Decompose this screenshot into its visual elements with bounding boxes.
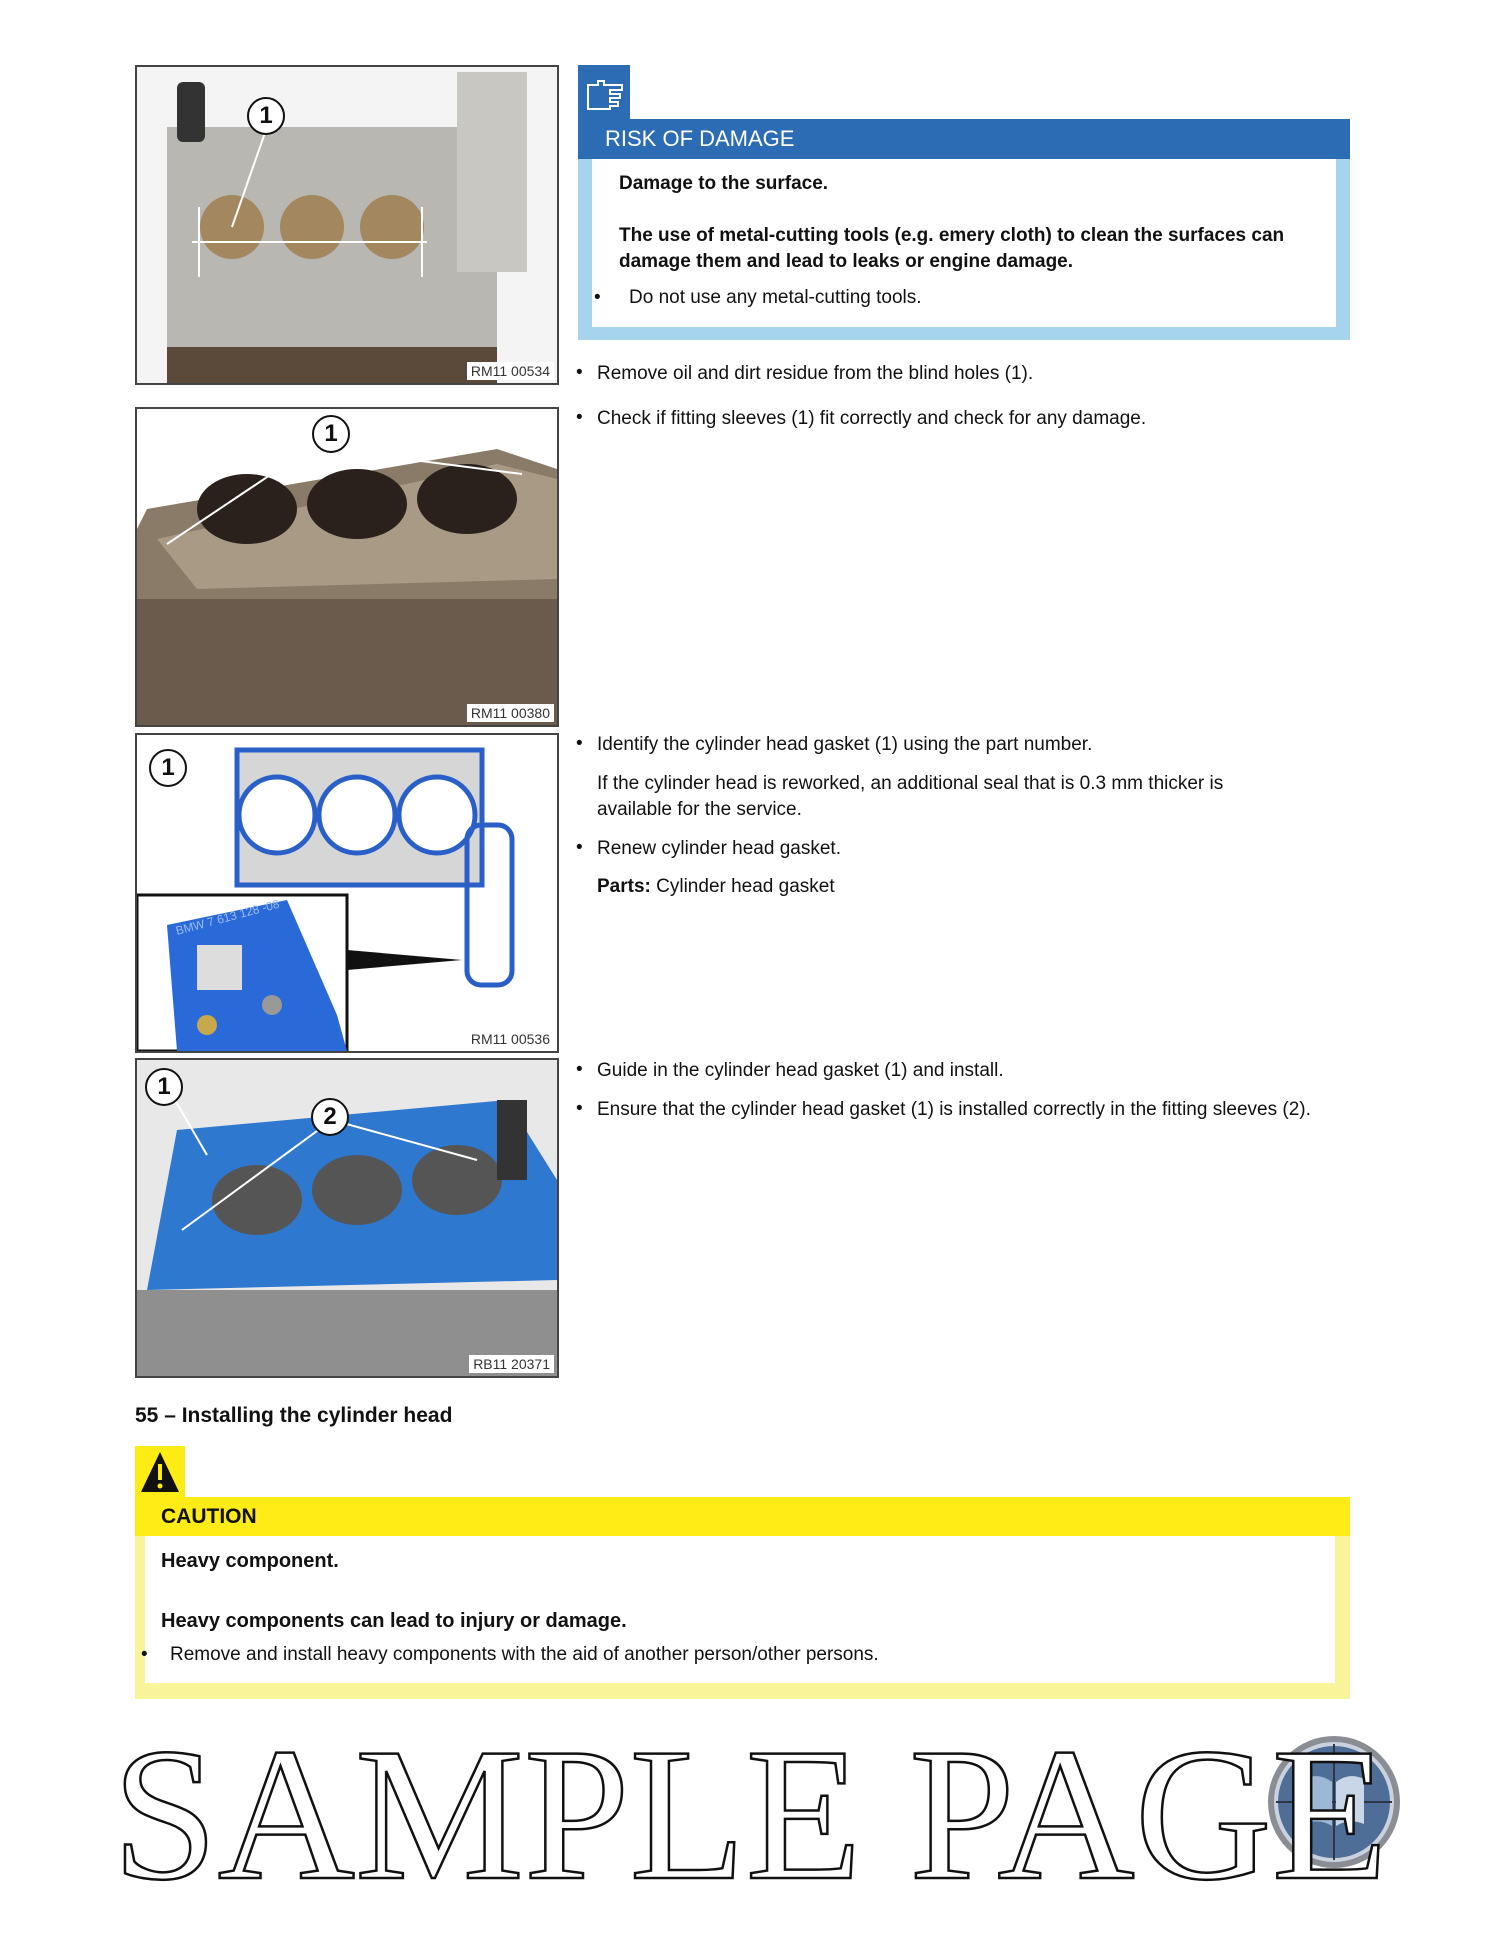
parts-value: Cylinder head gasket (656, 876, 835, 897)
bullet: • (576, 837, 583, 858)
bullet: • (141, 1644, 148, 1665)
bullet: • (576, 362, 583, 383)
gasket-diagram: BMW 7 613 128 -08 (137, 735, 557, 1051)
figure-code: RM11 00536 (466, 1030, 554, 1048)
step-identify-gasket: Identify the cylinder head gasket (1) us… (597, 734, 1093, 755)
figure-engine-block: 1 RM11 00380 (135, 407, 559, 727)
manual-logo-icon[interactable] (1266, 1734, 1402, 1870)
step-remove-residue: Remove oil and dirt residue from the bli… (597, 363, 1034, 384)
callout-1: 1 (149, 749, 187, 787)
step-renew-gasket: Renew cylinder head gasket. (597, 838, 841, 859)
figure-cylinder-head-top: 1 RM11 00534 (135, 65, 559, 385)
bullet: • (576, 1098, 583, 1119)
callout-1: 1 (247, 97, 285, 135)
section-heading: 55 – Installing the cylinder head (135, 1404, 453, 1427)
caution-bullet: Remove and install heavy components with… (170, 1644, 879, 1665)
bullet: • (576, 733, 583, 754)
step-guide-gasket: Guide in the cylinder head gasket (1) an… (597, 1060, 1004, 1081)
figure-code: RB11 20371 (469, 1355, 554, 1373)
parts-line: Parts: Cylinder head gasket (597, 874, 835, 900)
figure-code: RM11 00380 (466, 704, 554, 722)
risk-of-damage-box: Damage to the surface. The use of metal-… (578, 159, 1350, 340)
caution-box: Heavy component. Heavy components can le… (135, 1536, 1350, 1699)
step-check-sleeves: Check if fitting sleeves (1) fit correct… (597, 408, 1147, 429)
notice-description: The use of metal-cutting tools (e.g. eme… (619, 225, 1285, 272)
figure-gasket: BMW 7 613 128 -08 1 RM11 00536 (135, 733, 559, 1053)
step-ensure-installed: Ensure that the cylinder head gasket (1)… (597, 1099, 1311, 1120)
engine-photo (137, 67, 557, 383)
figure-gasket-installed: 1 2 RB11 20371 (135, 1058, 559, 1378)
parts-label: Parts: (597, 876, 651, 897)
notice-heading: Damage to the surface. (619, 173, 829, 194)
figure-code: RM11 00534 (466, 362, 554, 380)
caution-header: CAUTION (135, 1497, 1350, 1536)
callout-1: 1 (312, 415, 350, 453)
notice-bullet: Do not use any metal-cutting tools. (629, 287, 922, 308)
callout-1: 1 (145, 1068, 183, 1106)
bullet: • (576, 1059, 583, 1080)
notice-title: RISK OF DAMAGE (605, 126, 795, 151)
gasket-installed-photo (137, 1060, 557, 1376)
step-note: If the cylinder head is reworked, an add… (597, 773, 1224, 820)
risk-of-damage-header: RISK OF DAMAGE (578, 119, 1350, 159)
caution-heading: Heavy component. (161, 1550, 339, 1572)
callout-2: 2 (311, 1098, 349, 1136)
warning-triangle-icon (135, 1446, 185, 1497)
sample-page-watermark: SAMPLE PAGE (111, 1710, 1389, 1920)
caution-description: Heavy components can lead to injury or d… (161, 1610, 627, 1632)
bullet: • (576, 407, 583, 428)
pointing-hand-icon (578, 65, 630, 119)
bullet: • (594, 287, 601, 308)
caution-title: CAUTION (161, 1505, 257, 1528)
engine-block-photo (137, 409, 557, 725)
